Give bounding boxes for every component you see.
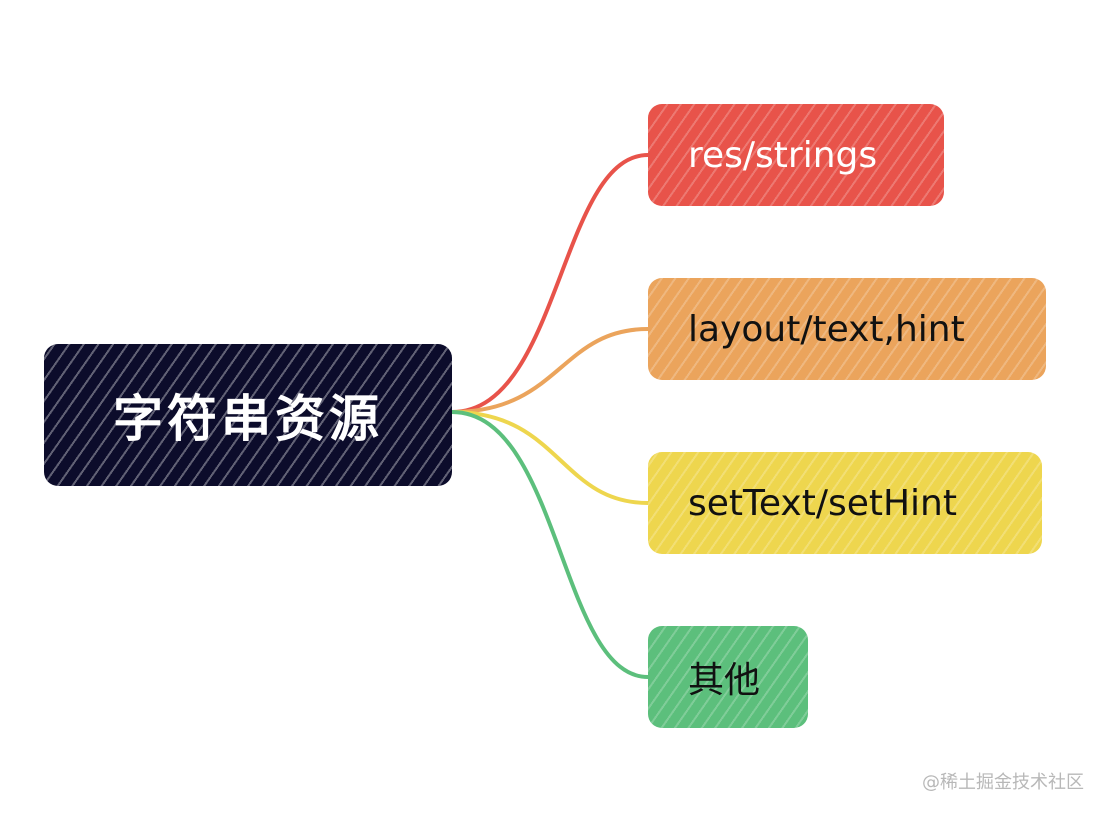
child-node-label: layout/text,hint <box>688 308 965 350</box>
root-node-label: 字符串资源 <box>113 390 383 448</box>
child-node-label: setText/setHint <box>688 482 957 524</box>
child-node-settext-sethint[interactable]: setText/setHint <box>648 452 1042 554</box>
connector-res-strings <box>450 153 650 414</box>
root-node[interactable]: 字符串资源 <box>44 344 452 486</box>
connector-settext-sethint <box>450 410 650 505</box>
connector-layout-text-hint <box>450 327 650 414</box>
child-node-label: res/strings <box>688 134 878 176</box>
child-node-layout-text-hint[interactable]: layout/text,hint <box>648 278 1046 380</box>
connector-other <box>450 410 650 679</box>
child-node-label: 其他 <box>688 660 761 701</box>
child-node-res-strings[interactable]: res/strings <box>648 104 944 206</box>
child-node-other[interactable]: 其他 <box>648 626 808 728</box>
watermark: @稀土掘金技术社区 <box>922 772 1084 793</box>
